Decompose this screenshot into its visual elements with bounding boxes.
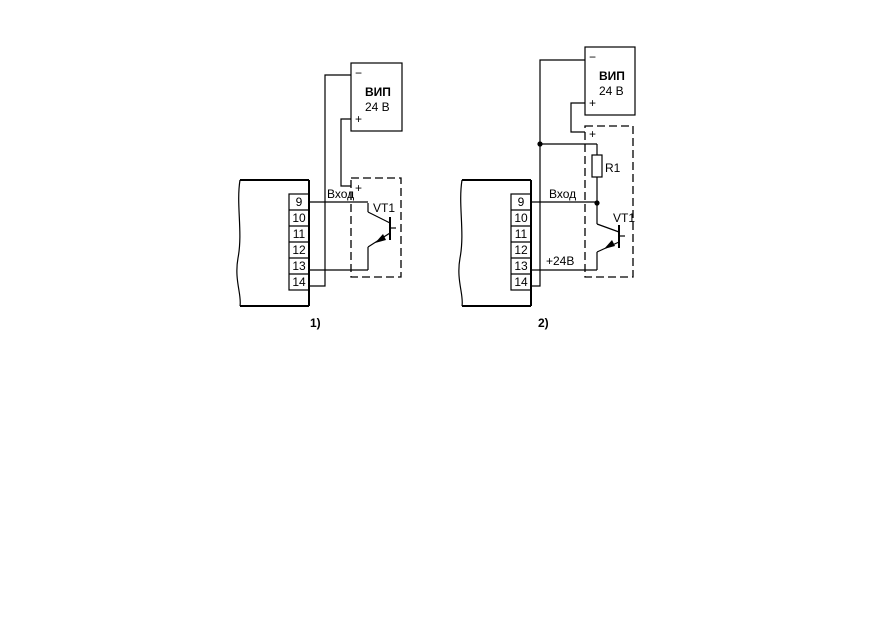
terminal-block: 9 10 11 12 13 14 xyxy=(288,193,310,291)
psu-minus: − xyxy=(355,66,362,80)
terminal-block: 9 10 11 12 13 14 xyxy=(510,193,532,291)
supply-label: +24В xyxy=(546,254,574,268)
wires xyxy=(531,59,597,287)
transistor-vt1 xyxy=(367,203,396,270)
sensor-plus: + xyxy=(355,181,362,195)
terminal-12: 12 xyxy=(292,243,306,257)
terminal-14: 14 xyxy=(292,275,306,289)
terminal-13: 13 xyxy=(292,259,306,273)
caption-2: 2) xyxy=(538,316,549,330)
terminal-14: 14 xyxy=(514,275,528,289)
junction-dot xyxy=(594,200,600,206)
input-label: Вход xyxy=(327,187,354,201)
psu-name: ВИП xyxy=(599,69,625,83)
psu-plus: + xyxy=(355,112,362,126)
junction-dot xyxy=(537,141,543,147)
sensor-box xyxy=(584,125,634,278)
terminal-10: 10 xyxy=(292,211,306,225)
terminal-9: 9 xyxy=(518,195,525,209)
psu-voltage: 24 В xyxy=(365,100,390,114)
power-supply: − ВИП 24 В + xyxy=(350,62,403,132)
psu-plus: + xyxy=(589,96,596,110)
sensor-box xyxy=(350,177,402,278)
psu-minus: − xyxy=(589,50,596,64)
transistor-label: VT1 xyxy=(613,211,635,225)
terminal-9: 9 xyxy=(296,195,303,209)
diagram-1: 9 10 11 12 13 14 − ВИП 24 В + + VT1 xyxy=(236,62,403,330)
wires xyxy=(309,74,368,287)
terminal-10: 10 xyxy=(514,211,528,225)
terminal-13: 13 xyxy=(514,259,528,273)
psu-name: ВИП xyxy=(365,85,391,99)
psu-voltage: 24 В xyxy=(599,84,624,98)
resistor-label: R1 xyxy=(605,161,621,175)
transistor-label: VT1 xyxy=(373,201,395,215)
input-label: Вход xyxy=(549,187,576,201)
transistor-vt1 xyxy=(596,203,625,270)
terminal-12: 12 xyxy=(514,243,528,257)
resistor-r1 xyxy=(591,144,603,203)
caption-1: 1) xyxy=(310,316,321,330)
terminal-11: 11 xyxy=(515,227,528,241)
diagram-2: 9 10 11 12 13 14 − ВИП 24 В + + R1 xyxy=(458,46,636,330)
power-supply: − ВИП 24 В + xyxy=(584,46,636,116)
terminal-11: 11 xyxy=(293,227,306,241)
sensor-plus: + xyxy=(589,127,596,141)
